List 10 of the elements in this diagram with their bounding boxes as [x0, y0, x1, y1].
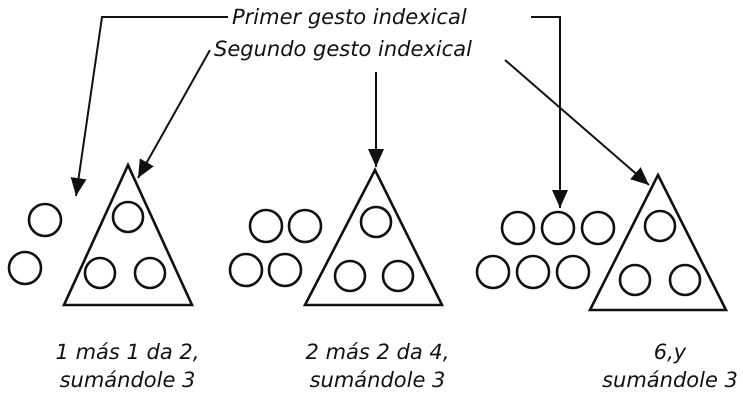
caption: 1 más 1 da 2, sumándole 3 — [54, 339, 200, 394]
arrow — [368, 72, 384, 167]
arrow — [531, 16, 568, 208]
gesture-label: Segundo gesto indexical — [214, 36, 472, 62]
caption: 6,y sumándole 3 — [601, 339, 739, 394]
arrow — [70, 16, 228, 196]
gesture-label: Primer gesto indexical — [232, 4, 467, 30]
arrow — [504, 59, 650, 186]
arrow — [137, 50, 211, 178]
caption: 2 más 2 da 4, sumándole 3 — [304, 339, 450, 394]
